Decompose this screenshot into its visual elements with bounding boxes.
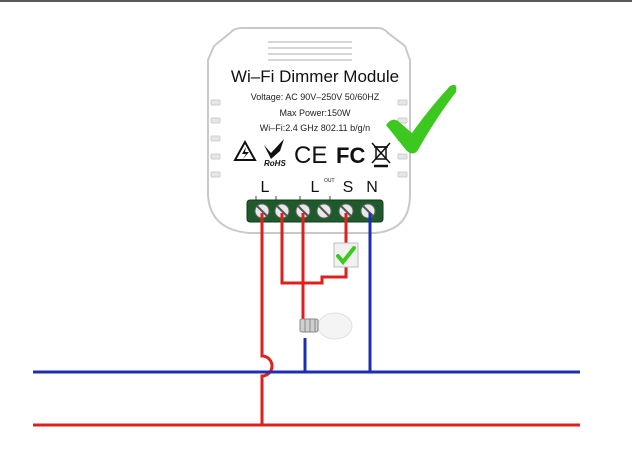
module-voltage: Voltage: AC 90V–250V 50/60HZ bbox=[251, 92, 380, 102]
wires bbox=[33, 213, 580, 427]
terminal-label-lout: L bbox=[311, 179, 320, 196]
top-vents bbox=[268, 41, 352, 61]
module-wifi: Wi–Fi:2.4 GHz 802.11 b/g/n bbox=[260, 123, 370, 133]
ce-mark: CE bbox=[294, 142, 327, 169]
terminal-label-n: N bbox=[366, 179, 378, 196]
rohs-label: RoHS bbox=[264, 159, 286, 168]
terminal-label-s: S bbox=[343, 179, 354, 196]
terminal-label-l: L bbox=[261, 179, 270, 196]
terminal-label-out-superscript: OUT bbox=[324, 178, 335, 184]
terminal-block bbox=[246, 199, 384, 223]
wire-live-main bbox=[260, 213, 274, 426]
module-title: Wi–Fi Dimmer Module bbox=[231, 67, 399, 86]
rohs-check-icon: RoHS bbox=[264, 139, 286, 168]
light-bulb-icon bbox=[299, 312, 353, 340]
green-check-icon bbox=[386, 84, 457, 154]
dimmer-module: Wi–Fi Dimmer Module Voltage: AC 90V–250V… bbox=[207, 27, 411, 234]
lightning-warning-icon bbox=[233, 139, 257, 161]
weee-bin-icon bbox=[371, 142, 391, 168]
module-max-power: Max Power:150W bbox=[279, 108, 351, 118]
left-slots bbox=[210, 99, 221, 178]
fc-mark: FC bbox=[336, 143, 365, 168]
switch-check-icon bbox=[333, 242, 359, 268]
